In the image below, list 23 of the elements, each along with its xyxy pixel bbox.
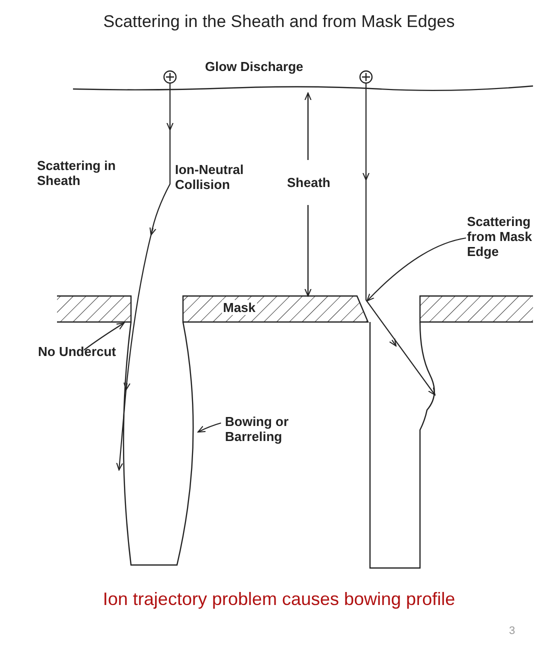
mask-label: Mask <box>222 300 257 315</box>
mask-layer <box>182 295 369 323</box>
callout-label: Bowing or Barreling <box>225 414 315 444</box>
leader-line <box>366 237 466 302</box>
leader-line <box>198 422 222 432</box>
ion-trajectory-arrow <box>116 83 174 470</box>
trench-outline <box>369 322 435 569</box>
caption: Ion trajectory problem causes bowing profile <box>102 588 456 610</box>
glow-discharge-label: Glow Discharge <box>205 59 304 74</box>
ion-icon <box>359 70 373 84</box>
page-number: 3 <box>509 624 516 639</box>
trench-outline <box>122 322 194 566</box>
ion-icon <box>163 70 177 84</box>
region-label: Scattering in Sheath <box>37 158 117 188</box>
callout-label: No Undercut <box>38 344 118 359</box>
event-label: Ion-Neutral Collision <box>175 162 245 192</box>
ion-trajectory-arrow <box>362 83 436 396</box>
mask-layer <box>56 295 132 323</box>
diagram-title: Scattering in the Sheath and from Mask Edges <box>102 12 456 32</box>
mask-layer <box>419 295 534 323</box>
sheath-label: Sheath <box>286 175 332 190</box>
callout-label: Scattering from Mask Edge <box>467 214 547 259</box>
leader-line <box>84 322 124 350</box>
